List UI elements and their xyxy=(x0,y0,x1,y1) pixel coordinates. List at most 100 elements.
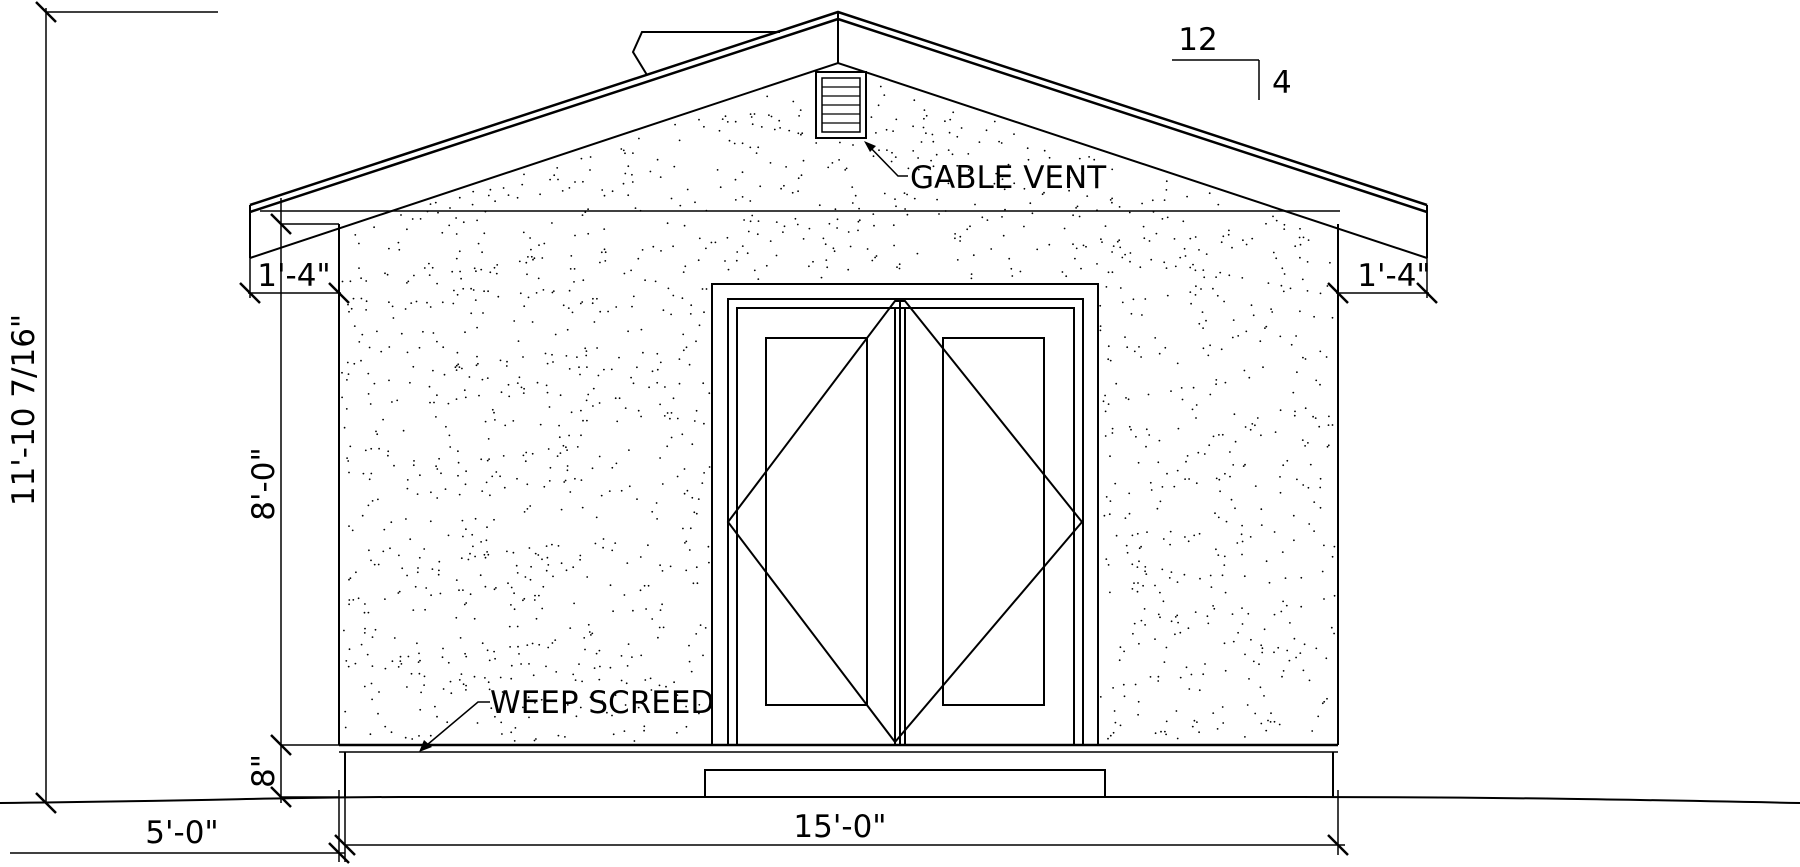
stucco-dot xyxy=(599,665,601,668)
stucco-dot xyxy=(913,197,916,200)
stucco-dot xyxy=(352,599,355,601)
stucco-dot xyxy=(1189,266,1192,269)
stucco-dot xyxy=(1220,348,1223,351)
stucco-dot xyxy=(1197,451,1200,454)
stucco-dot xyxy=(1241,623,1244,625)
stucco-dot xyxy=(455,579,458,581)
stucco-dot xyxy=(1184,255,1187,257)
stucco-dot xyxy=(1124,517,1127,519)
stucco-dot xyxy=(499,359,502,362)
stucco-dot xyxy=(1245,330,1248,333)
stucco-dot xyxy=(579,302,582,305)
stucco-dot xyxy=(651,510,654,513)
gable-vent-label: GABLE VENT xyxy=(910,160,1107,196)
stucco-dot xyxy=(1147,393,1150,396)
stucco-dot xyxy=(967,153,970,155)
stucco-dot xyxy=(822,237,825,240)
stucco-dot xyxy=(465,684,467,687)
stucco-dot xyxy=(1221,706,1224,708)
stucco-dot xyxy=(523,511,526,513)
stucco-dot xyxy=(894,198,896,201)
stucco-dot xyxy=(1247,612,1250,615)
stucco-dot xyxy=(435,465,437,468)
stucco-dot xyxy=(580,434,582,437)
stucco-dot xyxy=(1209,393,1212,396)
stucco-dot xyxy=(1292,391,1295,394)
stucco-dot xyxy=(1096,263,1098,265)
stucco-dot xyxy=(1140,619,1143,622)
stucco-dot xyxy=(460,277,462,280)
stucco-dot xyxy=(614,542,617,544)
stucco-dot xyxy=(586,419,588,422)
stucco-dot xyxy=(407,280,410,283)
stucco-dot xyxy=(384,598,386,600)
stucco-dot xyxy=(798,115,800,117)
stucco-dot xyxy=(386,273,389,276)
stucco-dot xyxy=(576,446,579,448)
stucco-dot xyxy=(1302,236,1305,239)
stucco-dot xyxy=(1265,325,1268,328)
stucco-dot xyxy=(932,165,935,168)
stucco-dot xyxy=(1181,398,1184,401)
stucco-dot xyxy=(451,270,454,273)
stucco-dot xyxy=(651,370,654,373)
stucco-dot xyxy=(404,736,407,739)
stucco-dot xyxy=(420,691,422,694)
stucco-dot xyxy=(1068,189,1070,192)
stucco-dot xyxy=(948,131,951,134)
stucco-dot xyxy=(1284,577,1287,579)
stucco-dot xyxy=(360,297,363,300)
stucco-dot xyxy=(1112,731,1115,734)
stucco-dot xyxy=(1289,287,1292,290)
stucco-dot xyxy=(1008,257,1011,260)
stucco-dot xyxy=(568,368,571,370)
stucco-dot xyxy=(369,733,372,736)
stucco-dot xyxy=(376,433,379,436)
stucco-dot xyxy=(501,733,503,735)
stucco-dot xyxy=(596,297,598,300)
stucco-dot xyxy=(537,277,540,280)
stucco-dot xyxy=(669,417,671,420)
stucco-dot xyxy=(473,675,476,678)
stucco-dot xyxy=(406,479,409,481)
stucco-dot xyxy=(448,224,451,227)
stucco-dot xyxy=(1205,319,1207,322)
stucco-dot xyxy=(367,504,370,507)
stucco-dot xyxy=(1112,245,1115,248)
stucco-dot xyxy=(877,104,880,107)
stucco-dot xyxy=(705,247,707,250)
stucco-dot xyxy=(1076,205,1079,208)
stucco-dot xyxy=(726,121,729,123)
stucco-dot xyxy=(586,366,588,368)
stucco-dot xyxy=(623,594,626,596)
stucco-dot xyxy=(591,467,594,470)
stucco-dot xyxy=(978,141,981,144)
stucco-dot xyxy=(531,642,534,645)
stucco-dot xyxy=(535,738,537,740)
stucco-dot xyxy=(531,452,534,455)
stucco-dot xyxy=(546,362,549,365)
stucco-dot xyxy=(486,649,489,652)
stucco-dot xyxy=(1326,697,1328,700)
stucco-dot xyxy=(532,258,534,261)
stucco-dot xyxy=(1307,442,1309,444)
stucco-dot xyxy=(611,714,613,717)
stucco-dot xyxy=(476,355,478,358)
stucco-dot xyxy=(520,386,523,389)
wall-height-label: 8'-0" xyxy=(246,447,282,520)
stucco-dot xyxy=(355,571,357,574)
stucco-dot xyxy=(679,204,682,207)
stucco-dot xyxy=(662,626,665,629)
roof xyxy=(249,10,1428,259)
stucco-dot xyxy=(1111,427,1114,430)
stucco-dot xyxy=(373,382,376,385)
stucco-dot xyxy=(779,127,781,129)
stucco-dot xyxy=(1299,243,1302,246)
stucco-dot xyxy=(1138,560,1140,563)
stucco-dot xyxy=(993,182,996,185)
stucco-dot xyxy=(518,260,521,263)
stucco-dot xyxy=(1246,704,1249,706)
stucco-dot xyxy=(760,126,763,128)
stucco-dot xyxy=(923,117,925,120)
